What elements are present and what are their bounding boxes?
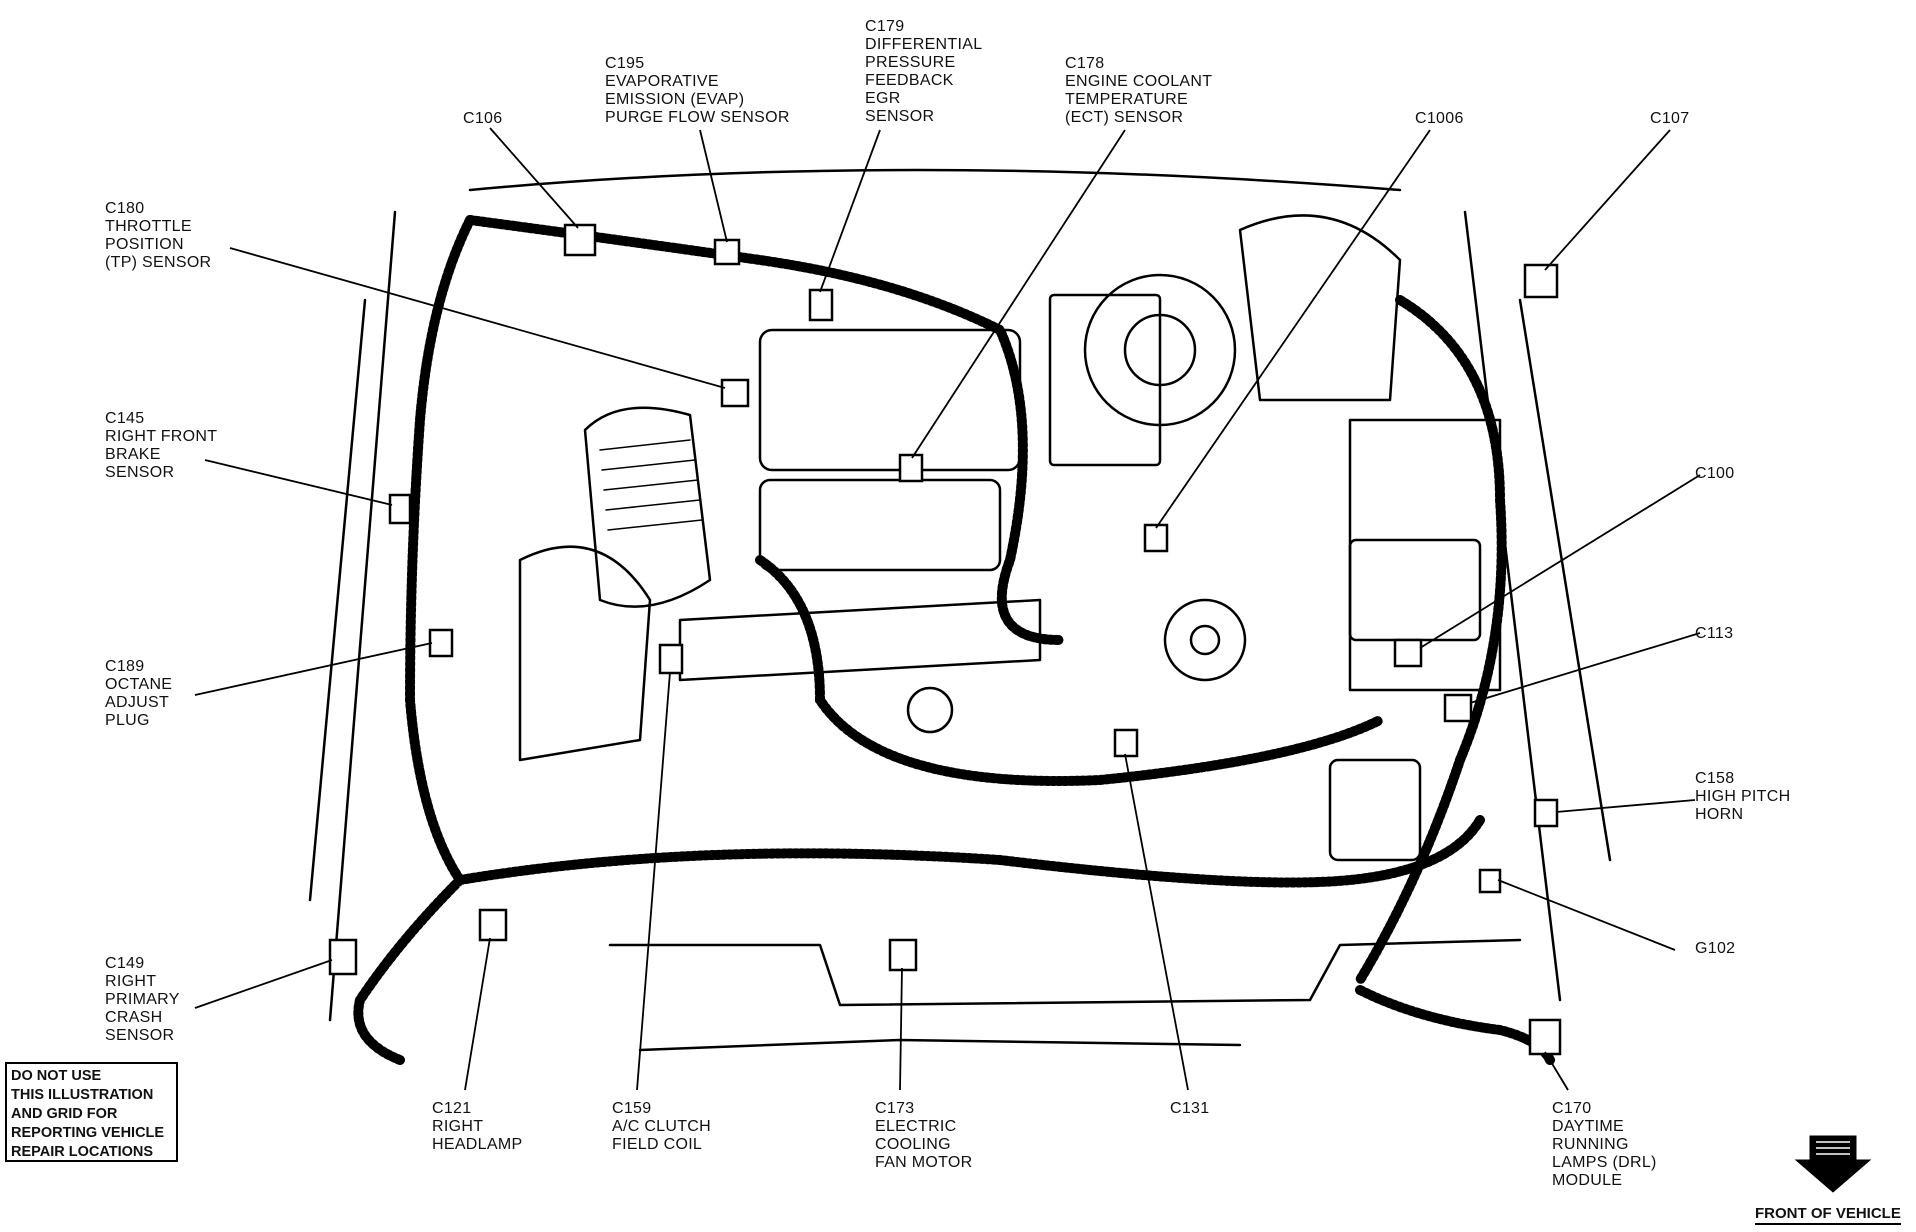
connector-c106 xyxy=(563,223,597,257)
pulley-a xyxy=(906,686,954,734)
leader-c100 xyxy=(1419,474,1701,649)
leader-c179 xyxy=(819,129,881,293)
connector-c1006 xyxy=(1143,523,1169,553)
harness-left-drop xyxy=(404,215,475,885)
air-intake xyxy=(583,406,712,608)
leader-c180 xyxy=(229,247,726,389)
disclaimer-line: AND GRID FOR xyxy=(11,1106,118,1122)
label-c100: C100 xyxy=(1695,465,1735,482)
air-cleaner xyxy=(518,545,652,762)
connector-c170 xyxy=(1528,1018,1562,1056)
leader-c107 xyxy=(1544,129,1671,271)
harness-drl xyxy=(1355,985,1555,1065)
leader-g102 xyxy=(1497,879,1676,951)
connector-c195 xyxy=(713,238,741,266)
leader-c170 xyxy=(1544,1051,1569,1091)
leader-c195 xyxy=(699,129,728,243)
firewall xyxy=(468,168,1402,192)
connector-c107 xyxy=(1523,263,1559,299)
connector-c180 xyxy=(720,378,750,408)
connector-c189 xyxy=(428,628,454,658)
label-c106: C106 xyxy=(463,110,503,127)
disclaimer-line: THIS ILLUSTRATION xyxy=(11,1087,154,1103)
battery-tray xyxy=(1348,418,1502,692)
label-c131: C131 xyxy=(1170,1100,1210,1117)
valve-cover xyxy=(758,478,1002,572)
leader-c121 xyxy=(464,937,491,1091)
right-fender-inner xyxy=(1518,298,1612,862)
connector-c173 xyxy=(888,938,918,972)
harness-crash xyxy=(353,875,465,1065)
leader-c189 xyxy=(194,642,433,696)
disclaimer-line: REPAIR LOCATIONS xyxy=(11,1144,154,1160)
label-c107: C107 xyxy=(1650,110,1690,127)
leader-c159 xyxy=(636,671,671,1091)
leader-c131 xyxy=(1124,753,1189,1091)
connector-c179 xyxy=(808,288,834,322)
leader-c106 xyxy=(489,127,579,229)
connector-c121 xyxy=(478,908,508,942)
leader-c158 xyxy=(1555,799,1696,813)
disclaimer-line: REPORTING VEHICLE xyxy=(11,1125,165,1141)
leader-c145 xyxy=(204,459,393,506)
alternator-bracket xyxy=(678,598,1042,682)
harness-main-top xyxy=(465,215,1065,645)
harness-right xyxy=(1355,295,1507,985)
front-of-vehicle-label: FRONT OF VEHICLE xyxy=(1755,1205,1901,1225)
connector-c100 xyxy=(1393,638,1423,668)
pulley-c xyxy=(1189,624,1221,656)
connector-c158 xyxy=(1533,798,1559,828)
label-g102: G102 xyxy=(1695,940,1736,957)
label-c113: C113 xyxy=(1695,625,1734,642)
disclaimer-line: DO NOT USE xyxy=(11,1068,102,1084)
pulley-b xyxy=(1163,598,1247,682)
right-fender xyxy=(1463,210,1562,1002)
ecu-cover xyxy=(1048,293,1162,467)
label-c1006: C1006 xyxy=(1415,110,1464,127)
connector-g102 xyxy=(1478,868,1502,894)
connector-c178 xyxy=(898,453,924,483)
relay-box xyxy=(1348,538,1482,642)
connector-c159 xyxy=(658,643,684,675)
connector-c113 xyxy=(1443,693,1473,723)
leader-c1006 xyxy=(1155,129,1431,529)
harness-mid xyxy=(755,555,1385,786)
connector-c131 xyxy=(1113,728,1139,758)
connector-c149 xyxy=(328,938,358,976)
front-bumper-line xyxy=(638,1038,1242,1052)
left-fender xyxy=(328,210,397,1022)
leader-c113 xyxy=(1469,632,1701,704)
leader-c173 xyxy=(899,967,903,1091)
disclaimer-box: DO NOT USE THIS ILLUSTRATION AND GRID FO… xyxy=(5,1062,178,1162)
left-fender-inner xyxy=(308,298,367,902)
harness-front-cross xyxy=(455,815,1485,888)
radiator-support xyxy=(608,938,1522,1007)
ds-tower xyxy=(1328,758,1422,862)
down-arrow-icon xyxy=(1794,1135,1872,1193)
leader-c149 xyxy=(194,959,333,1009)
leader-c178 xyxy=(911,129,1126,459)
connector-c145 xyxy=(388,493,412,525)
brake-booster xyxy=(1238,214,1402,402)
